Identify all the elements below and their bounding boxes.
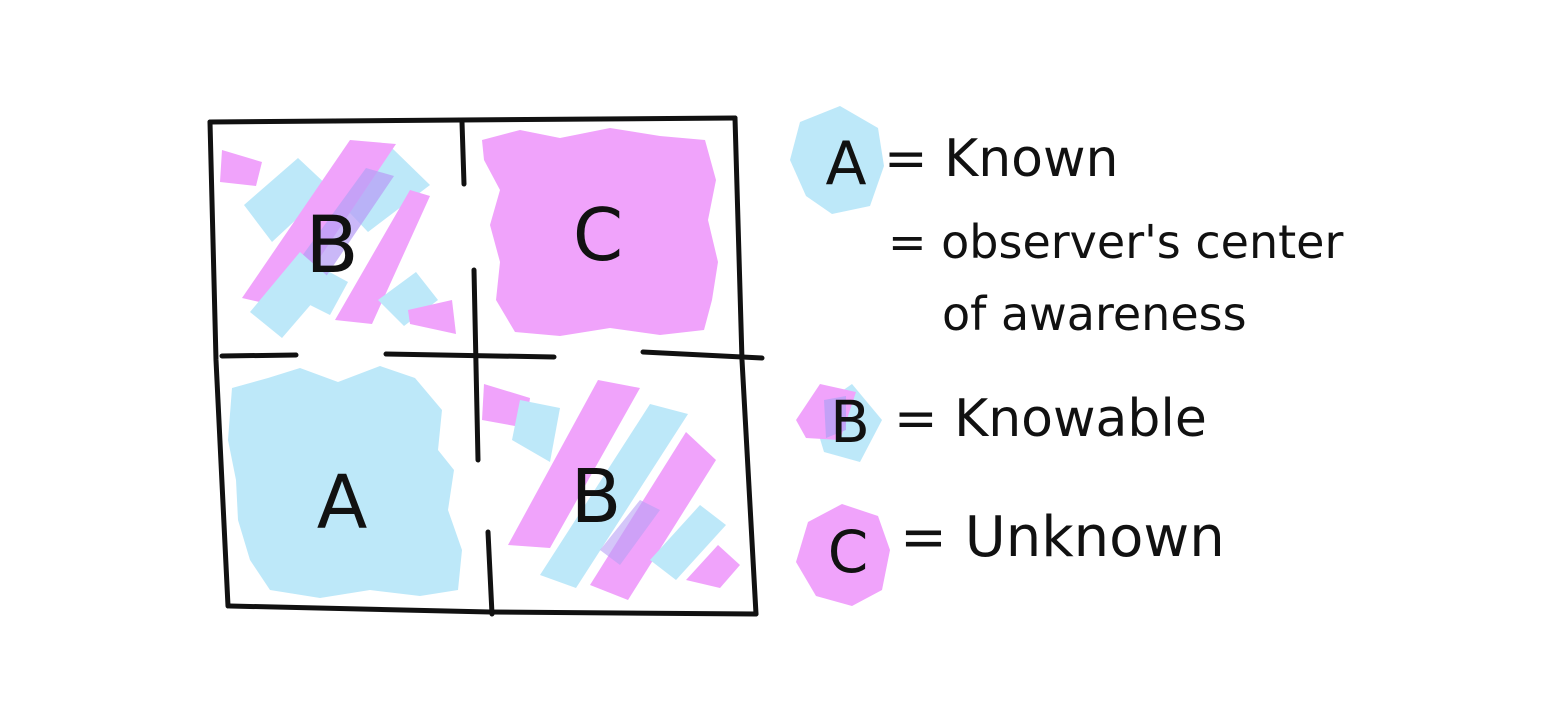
legend-note-line-1: = observer's center — [888, 215, 1343, 269]
cell-bottom-right-fill — [482, 380, 740, 600]
legend-note-line-2: of awareness — [942, 287, 1247, 341]
legend-key-c: C — [828, 518, 869, 586]
cell-top-right-fill — [482, 128, 718, 336]
legend-key-a: A — [825, 129, 866, 199]
cell-top-left-fill — [220, 140, 456, 338]
legend-text-knowable: = Knowable — [894, 389, 1207, 449]
grid-lines — [207, 115, 765, 617]
legend-swatch-pink — [796, 504, 890, 606]
legend-item-knowable: B = Knowable — [796, 384, 1207, 462]
legend-item-unknown: C = Unknown — [796, 504, 1225, 606]
cell-top-left-letter: B — [305, 201, 359, 291]
cell-bottom-left-letter: A — [317, 460, 368, 546]
legend-key-b: B — [830, 388, 870, 456]
legend-text-unknown: = Unknown — [900, 505, 1225, 570]
legend-swatch-blue — [790, 106, 884, 214]
legend-text-known: = Known — [884, 129, 1118, 189]
cell-bottom-left-fill — [228, 366, 462, 598]
legend-item-known: A = Known = observer's center of awarene… — [790, 106, 1343, 341]
cell-bottom-right-letter: B — [571, 454, 622, 540]
cell-top-right-letter: C — [573, 193, 623, 277]
